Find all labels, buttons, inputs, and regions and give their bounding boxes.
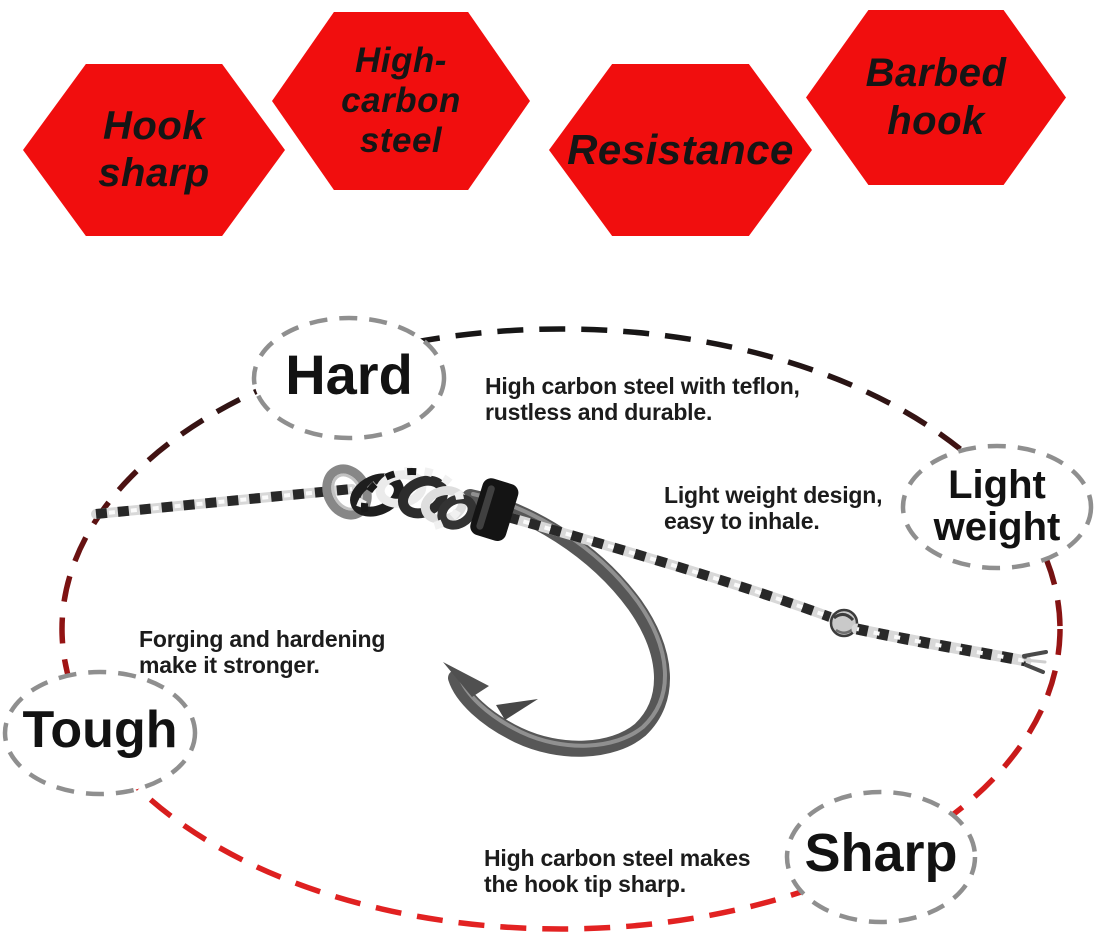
note-tough-line1: Forging and hardening [139,626,386,652]
hexagon-barbed-hook-line1: Barbed [865,51,1007,96]
callout-label-light-weight-line1: Light [948,463,1046,507]
hexagon-hook-sharp-line1: Hook [103,103,205,148]
hexagon-resistance: Resistance [549,64,812,236]
fishing-line-left [91,484,357,519]
callout-ellipse-hard [251,315,447,441]
note-tough: Forging and hardening make it stronger. [139,626,385,678]
hexagon-hook-sharp: Hook sharp [23,64,285,236]
knot-wraps [350,466,477,531]
note-hard-line1: High carbon steel with teflon, [485,373,800,399]
note-light-weight-line1: Light weight design, [664,482,883,508]
hexagon-hook-sharp-line2: sharp [98,151,210,195]
hexagon-high-carbon-steel-line3: steel [359,120,443,160]
callout-ellipse-tough [2,669,198,797]
note-tough-line2: make it stronger. [139,651,320,678]
callout-label-tough: Tough [0,704,200,756]
callout-label-sharp-text: Sharp [804,823,958,883]
callout-label-tough-text: Tough [22,701,178,759]
fishing-line-right [503,512,1048,674]
hook-point [443,662,489,697]
line-frayed-end [1022,650,1048,674]
note-light-weight-line2: easy to inhale. [664,507,820,534]
hexagon-high-carbon-steel-line1: High- [355,41,447,81]
hexagon-barbed-hook-line2: hook [887,98,985,143]
note-hard: High carbon steel with teflon, rustless … [485,373,800,425]
callout-ellipse-light-weight [900,443,1094,571]
callout-ellipse-sharp [784,789,978,925]
hook-sleeve [470,478,519,542]
note-light-weight: Light weight design, easy to inhale. [664,482,883,534]
hook-barb [496,699,538,720]
outer-dashed-ellipse [59,326,1063,932]
hexagon-barbed-hook: Barbed hook [806,10,1066,185]
callout-label-light-weight-line2: weight [933,505,1061,549]
callout-label-hard: Hard [249,347,449,403]
hexagon-high-carbon-steel: High- carbon steel [272,12,530,190]
note-sharp-line2: the hook tip sharp. [484,870,686,897]
callout-label-sharp: Sharp [781,826,981,880]
hexagon-resistance-line1: Resistance [567,125,794,173]
hexagon-high-carbon-steel-line2: carbon [341,81,461,121]
callout-label-hard-text: Hard [285,343,413,406]
callout-label-light-weight: Light weight [897,464,1097,548]
note-sharp: High carbon steel makes the hook tip sha… [484,845,751,897]
note-sharp-line1: High carbon steel makes [484,845,751,871]
note-hard-line2: rustless and durable. [485,398,713,425]
